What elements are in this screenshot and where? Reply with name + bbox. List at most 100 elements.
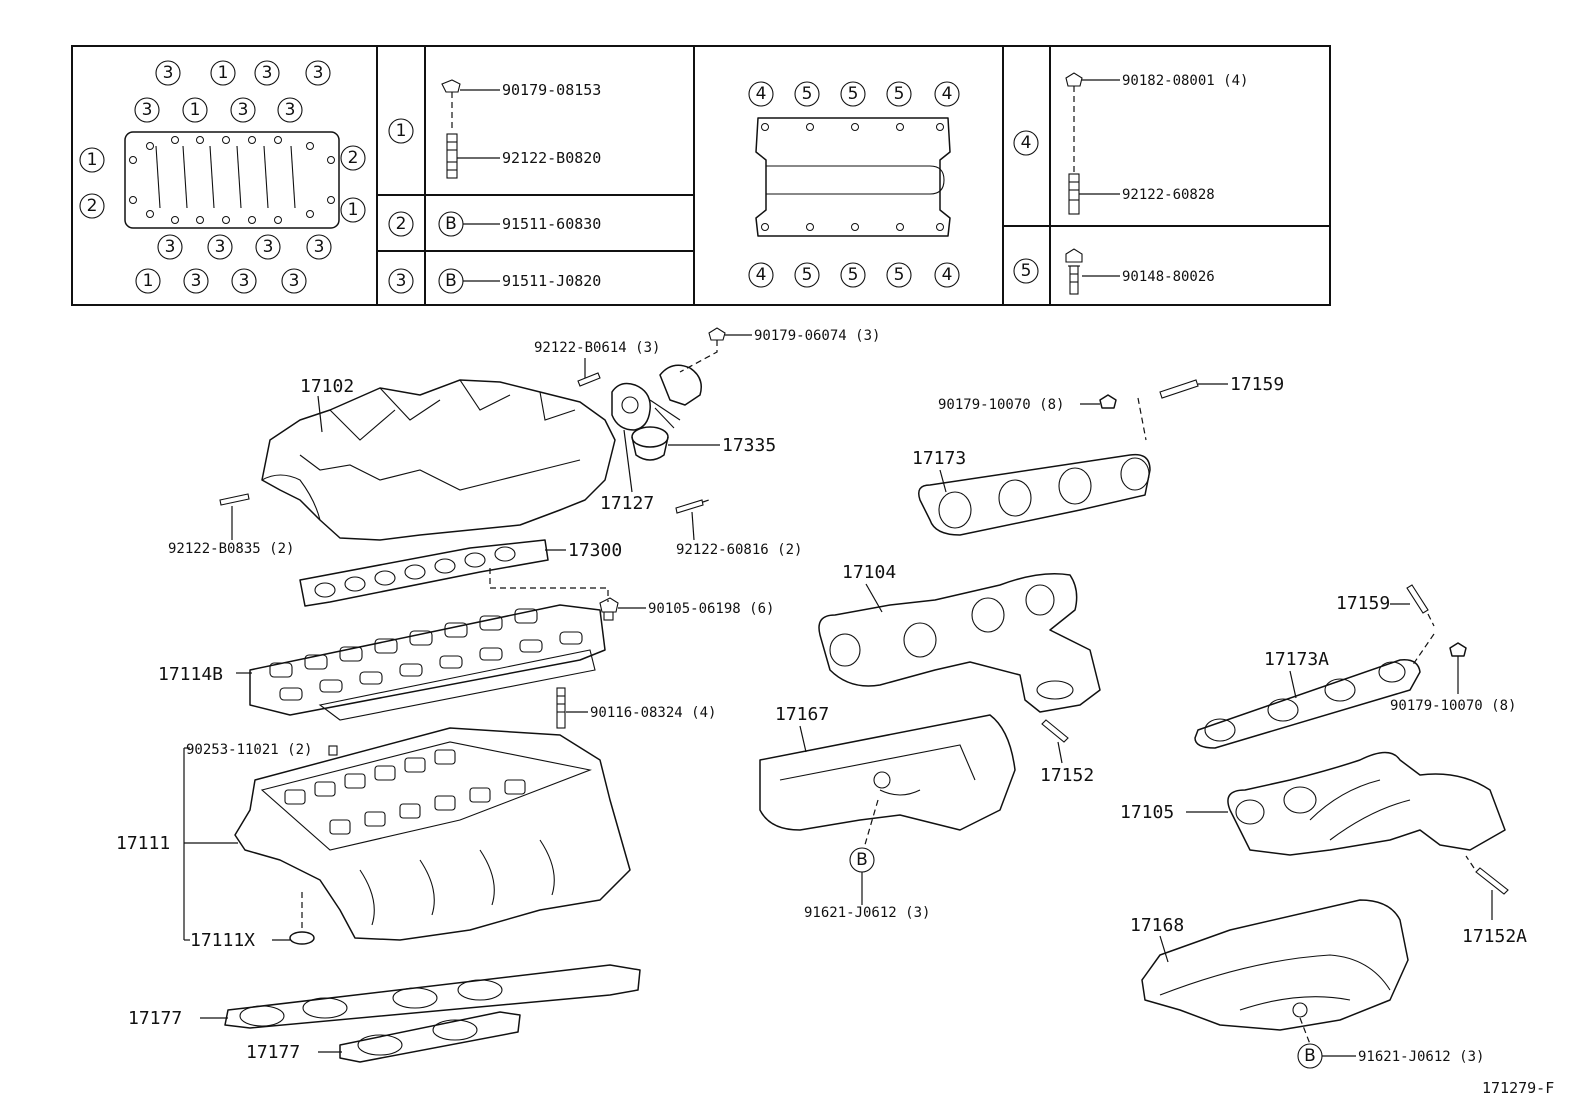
callout: 1 — [190, 100, 201, 120]
part-label: 17168 — [1130, 915, 1184, 936]
part-number: 92122-60828 — [1122, 187, 1215, 203]
callout: 4 — [756, 84, 767, 104]
part-label: 91621-J0612 (3) — [1358, 1049, 1484, 1065]
part-label: 17173A — [1264, 649, 1329, 670]
part-label: 90179-06074 (3) — [754, 328, 880, 344]
row-key-2: 2 — [396, 214, 407, 234]
callout: 5 — [802, 265, 813, 285]
part-label: 17159 — [1336, 593, 1390, 614]
plenum-gasket-layout: 4 5 5 5 4 4 5 5 5 4 — [748, 81, 960, 288]
bolt-icon — [1065, 248, 1083, 295]
part-label: 17167 — [775, 704, 829, 725]
gasket-17177-b — [339, 1011, 521, 1063]
part-label: 17335 — [722, 435, 776, 456]
callout: 3 — [142, 100, 153, 120]
callout: 3 — [263, 237, 274, 257]
part-label: 90253-11021 (2) — [186, 742, 312, 758]
valve-17335 — [631, 364, 702, 461]
callout: 3 — [262, 63, 273, 83]
stud-92122-B0614 — [577, 372, 601, 387]
callout: 3 — [313, 63, 324, 83]
part-label: 17104 — [842, 562, 896, 583]
part-label: 90179-10070 (8) — [1390, 698, 1516, 714]
callout: 3 — [163, 63, 174, 83]
callout: 3 — [239, 271, 250, 291]
callout-left: 2 — [87, 196, 98, 216]
callout: 4 — [756, 265, 767, 285]
part-label: 17300 — [568, 540, 622, 561]
part-number: 91511-60830 — [502, 215, 601, 233]
stud-92122-60816 — [675, 499, 704, 514]
stud-17159-right — [1406, 584, 1435, 627]
part-label: 17105 — [1120, 802, 1174, 823]
fastener-table — [71, 45, 1331, 306]
stud-17152 — [1041, 719, 1069, 743]
part-label: 17102 — [300, 376, 354, 397]
intake-manifold-17111 — [234, 727, 631, 941]
heat-insulator-17167 — [759, 714, 1016, 831]
part-label: 17159 — [1230, 374, 1284, 395]
callout: 3 — [314, 237, 325, 257]
gasket-17173A — [1194, 659, 1421, 749]
gasket-17173 — [918, 453, 1151, 536]
callout: 4 — [942, 265, 953, 285]
callout: 4 — [942, 84, 953, 104]
exhaust-manifold-17104 — [818, 573, 1101, 713]
callout: 1 — [218, 63, 229, 83]
heat-insulator-17168 — [1141, 899, 1409, 1031]
part-number: 91511-J0820 — [502, 272, 601, 290]
part-label: 17127 — [600, 493, 654, 514]
part-label: 90179-10070 (8) — [938, 397, 1064, 413]
callout: 3 — [191, 271, 202, 291]
plug-90253-11021 — [328, 745, 338, 756]
callout: 3 — [238, 100, 249, 120]
stud-92122-B0835 — [219, 493, 250, 506]
callout: 3 — [285, 100, 296, 120]
row-key-3: 3 — [396, 271, 407, 291]
gasket-17127 — [611, 382, 651, 431]
callout: 5 — [802, 84, 813, 104]
marker-b: B — [445, 271, 457, 291]
part-number: 90179-08153 — [502, 81, 601, 99]
part-label: 17152 — [1040, 765, 1094, 786]
bolt-90105-06198 — [599, 597, 619, 621]
marker-b: B — [856, 850, 868, 870]
gasket-17114B — [249, 604, 606, 721]
callout: 5 — [848, 265, 859, 285]
callout-top-row1: 3 1 3 3 — [155, 60, 331, 86]
gasket-17177-a — [224, 964, 641, 1029]
callout-gasket-bottom: 4 5 5 5 4 — [748, 262, 960, 288]
part-label: 17114B — [158, 664, 223, 685]
row-key-1: 1 — [396, 121, 407, 141]
part-label: 17111 — [116, 833, 170, 854]
row-key-5: 5 — [1021, 261, 1032, 281]
callout: 3 — [165, 237, 176, 257]
callout-top-row2: 3 1 3 3 — [134, 97, 303, 123]
marker-b: B — [445, 214, 457, 234]
part-label: 17152A — [1462, 926, 1527, 947]
part-label: 92122-60816 (2) — [676, 542, 802, 558]
plug-17111X — [289, 892, 315, 945]
part-number: 92122-B0820 — [502, 149, 601, 167]
callout: 3 — [289, 271, 300, 291]
part-label: 92122-B0614 (3) — [534, 340, 660, 356]
gasket-17300 — [299, 539, 549, 607]
nut-icon — [441, 79, 461, 132]
callout-bottom-row1: 3 3 3 3 — [157, 234, 332, 260]
part-label: 91621-J0612 (3) — [804, 905, 930, 921]
part-label: 17173 — [912, 448, 966, 469]
intake-plenum-17102 — [261, 379, 616, 541]
part-label: 90116-08324 (4) — [590, 705, 716, 721]
stud-17159 — [1159, 379, 1199, 399]
nut-90179-10070-right — [1449, 642, 1467, 657]
exhaust-manifold-17105 — [1227, 751, 1506, 856]
nut-90179-10070 — [1099, 394, 1117, 409]
nut-90179-06074 — [679, 327, 726, 373]
part-label: 92122-B0835 (2) — [168, 541, 294, 557]
stud-icon — [446, 133, 458, 179]
row-key-4: 4 — [1021, 133, 1032, 153]
nut-icon — [1065, 72, 1083, 172]
callout: 1 — [143, 271, 154, 291]
callout: 5 — [848, 84, 859, 104]
